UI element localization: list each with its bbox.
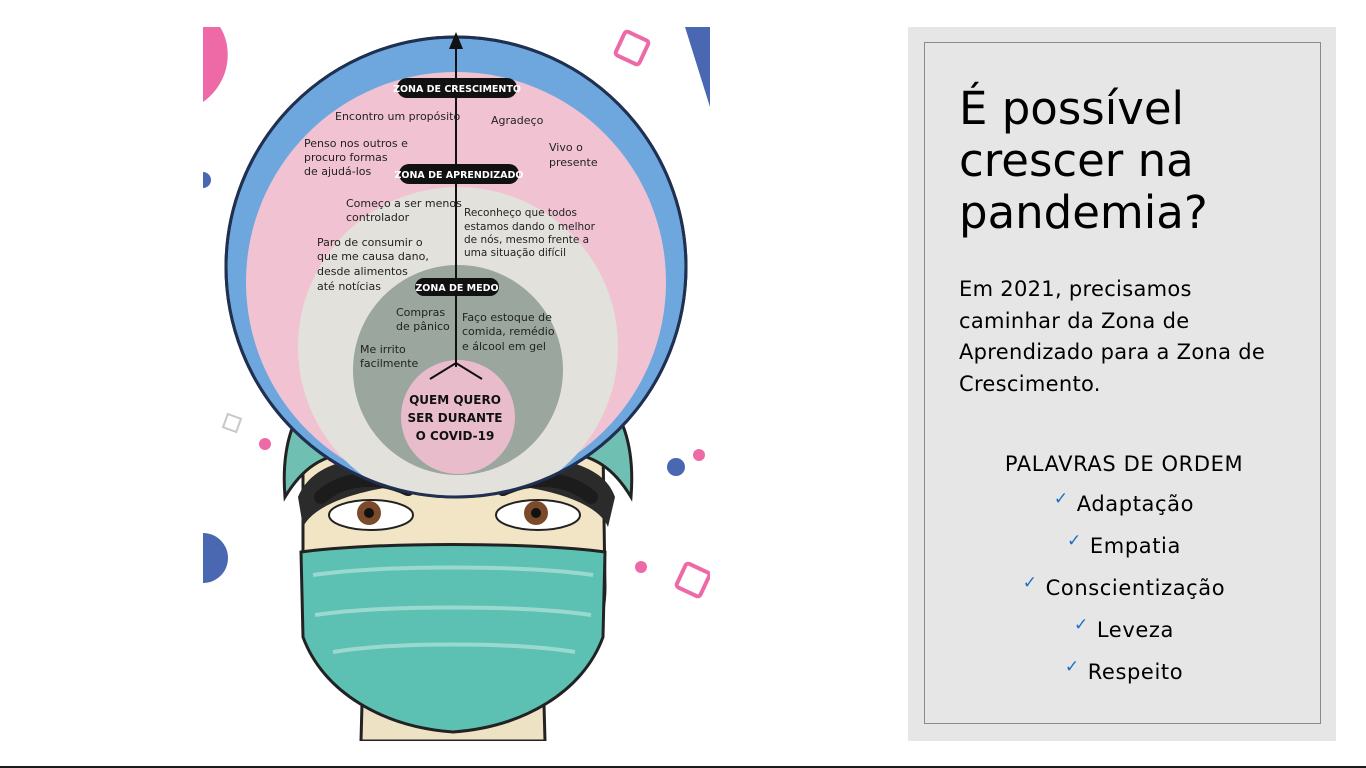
- growth-item: presente: [549, 156, 598, 169]
- right-pupil-shape: [531, 508, 541, 518]
- learning-zone-label: ZONA DE APRENDIZADO: [395, 170, 524, 181]
- watchword-label: Empatia: [1089, 534, 1181, 558]
- watchword-item: ✓ Empatia: [938, 531, 1310, 576]
- growth-zone-label-pill: [397, 78, 517, 98]
- learning-item: estamos dando o melhor: [464, 221, 596, 233]
- growth-zone-label: ZONA DE CRESCIMENTO: [393, 84, 521, 95]
- pink-square-lower-shape: [674, 561, 710, 599]
- check-icon: ✓: [1064, 657, 1080, 677]
- watchword-item: ✓ Leveza: [938, 615, 1310, 660]
- check-icon: ✓: [1067, 531, 1082, 551]
- center-label: SER DURANTE: [408, 411, 503, 425]
- fear-item: Me irrito: [360, 343, 406, 356]
- center-label: O COVID-19: [416, 429, 495, 443]
- growth-arrow-head: [449, 32, 463, 49]
- check-icon: ✓: [1074, 615, 1089, 635]
- mask-fold-top: [312, 565, 594, 577]
- blue-triangle-shape: [685, 27, 710, 107]
- fear-item: e álcool em gel: [462, 340, 546, 353]
- slide-body-text: Em 2021, precisamos caminhar da Zona de …: [959, 277, 1266, 396]
- growth-item: Agradeço: [491, 114, 544, 127]
- learning-item: controlador: [346, 211, 410, 224]
- blue-half-dot-shape: [203, 172, 211, 188]
- panel-frame: [924, 42, 1321, 724]
- pink-blob-shape: [203, 27, 228, 102]
- watchword-label: Adaptação: [1076, 492, 1195, 516]
- watchword-label: Conscientização: [1045, 576, 1226, 600]
- growth-item: procuro formas: [304, 151, 388, 164]
- decorative-shapes: [203, 27, 710, 599]
- pink-small-dot-shape: [693, 449, 705, 461]
- growth-item: de ajudá-los: [304, 165, 371, 178]
- blue-dot-shape: [667, 458, 685, 476]
- pink-dot-shape: [259, 438, 271, 450]
- fear-item: facilmente: [360, 357, 419, 370]
- watchwords-list: ✓ Adaptação ✓ Empatia ✓ Conscientização ✓ Le…: [938, 489, 1310, 702]
- learning-item: Reconheço que todos: [464, 207, 577, 219]
- text-panel: É possível crescer na pandemia? Em 2021,…: [908, 27, 1336, 741]
- learning-item: até notícias: [317, 280, 381, 293]
- watchword-label: Leveza: [1096, 618, 1174, 642]
- pink-square-shape: [613, 29, 651, 67]
- blue-half-circle-shape: [203, 533, 228, 583]
- learning-zone-label-pill: [399, 164, 519, 184]
- zones-illustration: ZONA DE CRESCIMENTO ZONA DE APRENDIZADO …: [203, 27, 710, 741]
- arrow-fork-lines: [429, 361, 483, 380]
- bottom-rule: [0, 766, 1366, 768]
- mask-fold-middle: [314, 605, 592, 617]
- mask-fold-bottom: [332, 642, 576, 654]
- growth-item: Vivo o: [549, 141, 583, 154]
- fear-item: comida, remédio: [462, 325, 555, 338]
- learning-item: uma situação difícil: [464, 247, 566, 259]
- fear-zone-label: ZONA DE MEDO: [415, 283, 498, 294]
- surgical-mask-shape: [299, 543, 607, 734]
- growth-item: Penso nos outros e: [304, 137, 408, 150]
- watchword-label: Respeito: [1087, 660, 1184, 684]
- watchword-item: ✓ Adaptação: [938, 489, 1310, 534]
- slide-title: É possível crescer na pandemia?: [959, 82, 1208, 239]
- watchwords-heading: PALAVRAS DE ORDEM: [1004, 452, 1244, 476]
- fear-item: Compras: [396, 306, 445, 319]
- left-pupil-shape: [364, 508, 374, 518]
- fear-item: Faço estoque de: [462, 311, 552, 324]
- learning-item: de nós, mesmo frente a: [464, 234, 589, 246]
- pink-dot-lower-shape: [635, 561, 647, 573]
- check-icon: ✓: [1053, 489, 1069, 509]
- learning-item: Começo a ser menos: [346, 197, 462, 210]
- learning-item: que me causa dano,: [317, 250, 429, 263]
- growth-item: Encontro um propósito: [335, 110, 460, 123]
- center-zone-shape: [401, 360, 515, 474]
- fear-zone-label-pill: [415, 278, 499, 296]
- brain-bubble: ZONA DE CRESCIMENTO ZONA DE APRENDIZADO …: [224, 32, 688, 499]
- check-icon: ✓: [1022, 573, 1038, 593]
- center-label: QUEM QUERO: [409, 393, 501, 407]
- watchword-item: ✓ Respeito: [938, 657, 1310, 702]
- zones-illustration-svg: ZONA DE CRESCIMENTO ZONA DE APRENDIZADO …: [203, 27, 710, 741]
- gray-square-shape: [221, 412, 243, 434]
- fear-item: de pânico: [396, 320, 450, 333]
- learning-item: desde alimentos: [317, 265, 408, 278]
- learning-item: Paro de consumir o: [317, 236, 423, 249]
- watchword-item: ✓ Conscientização: [938, 573, 1310, 618]
